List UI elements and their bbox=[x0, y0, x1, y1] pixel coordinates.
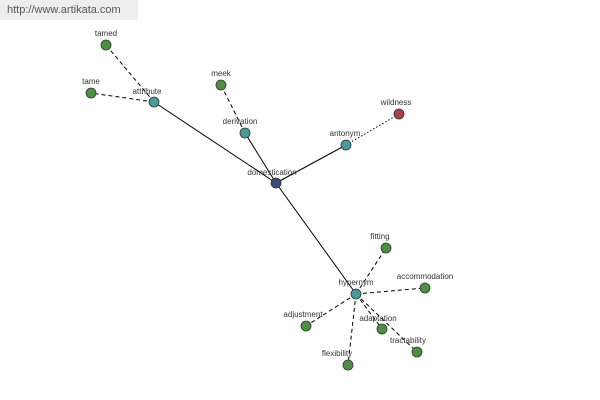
label-wildness: wildness bbox=[380, 98, 412, 107]
edge-derivation-meek bbox=[220, 84, 246, 134]
node-adjustment[interactable] bbox=[300, 320, 312, 332]
node-hypernym[interactable] bbox=[350, 288, 362, 300]
edge-hypernym-adjustment bbox=[305, 293, 357, 327]
edges-layer bbox=[90, 44, 426, 366]
node-meek[interactable] bbox=[215, 79, 227, 91]
edge-domestication-hypernym bbox=[275, 182, 357, 295]
label-adaptation: adaptation bbox=[359, 314, 396, 323]
label-accommodation: accommodation bbox=[397, 272, 453, 281]
node-antonym[interactable] bbox=[340, 139, 352, 151]
label-fitting: fitting bbox=[370, 232, 389, 241]
node-fitting[interactable] bbox=[380, 242, 392, 254]
label-tame: tame bbox=[82, 77, 100, 86]
edge-attribute-tamed bbox=[105, 44, 155, 103]
node-tame[interactable] bbox=[85, 87, 97, 99]
node-accommodation[interactable] bbox=[419, 282, 431, 294]
label-tamed: tamed bbox=[95, 29, 117, 38]
label-flexibility: flexibility bbox=[322, 349, 352, 358]
node-derivation[interactable] bbox=[239, 127, 251, 139]
label-antonym: antonym bbox=[330, 129, 361, 138]
label-tractability: tractability bbox=[390, 336, 426, 345]
edge-hypernym-accommodation bbox=[355, 287, 426, 295]
label-meek: meek bbox=[211, 69, 232, 78]
label-attribute: attribute bbox=[133, 87, 162, 96]
site-banner: http://www.artikata.com bbox=[0, 0, 138, 20]
label-domestication: domestication bbox=[247, 168, 296, 177]
node-adaptation[interactable] bbox=[376, 323, 388, 335]
nodes-layer bbox=[85, 39, 431, 371]
node-tamed[interactable] bbox=[100, 39, 112, 51]
label-hypernym: hypernym bbox=[338, 278, 373, 287]
edge-hypernym-flexibility bbox=[347, 293, 357, 366]
labels-layer: domestication attribute tamed tame derivatio… bbox=[82, 29, 453, 358]
edge-domestication-attribute bbox=[153, 101, 277, 184]
edge-domestication-antonym bbox=[275, 144, 347, 184]
edge-hypernym-adaptation bbox=[355, 293, 383, 330]
node-tractability[interactable] bbox=[411, 346, 423, 358]
node-wildness[interactable] bbox=[393, 108, 405, 120]
label-adjustment: adjustment bbox=[283, 310, 323, 319]
label-derivation: derivation bbox=[223, 117, 258, 126]
site-url-link[interactable]: http://www.artikata.com bbox=[7, 4, 121, 16]
edge-hypernym-tractability bbox=[355, 293, 418, 353]
edge-attribute-tame bbox=[90, 92, 155, 103]
node-domestication[interactable] bbox=[270, 177, 282, 189]
node-attribute[interactable] bbox=[148, 96, 160, 108]
edge-domestication-derivation bbox=[244, 132, 277, 184]
node-flexibility[interactable] bbox=[342, 359, 354, 371]
edge-hypernym-fitting bbox=[355, 247, 387, 295]
